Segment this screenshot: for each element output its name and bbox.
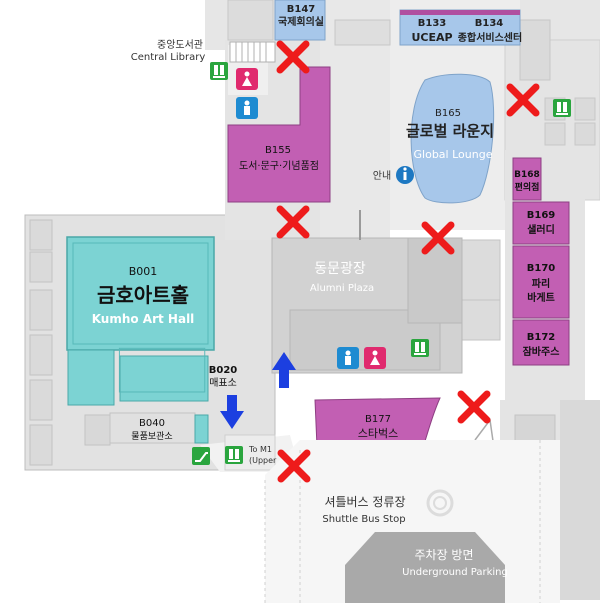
room-b168[interactable] (512, 157, 542, 201)
b177-name: 스타벅스 (358, 427, 398, 440)
b001-code: B001 (129, 265, 158, 278)
info-label: 안내 (373, 170, 391, 182)
b168-name: 편의점 (515, 181, 540, 193)
b169-name: 샐러디 (527, 223, 555, 236)
elevator-icon (225, 446, 243, 464)
b170-name-1: 파리 (532, 277, 550, 290)
shuttle-name-en: Shuttle Bus Stop (322, 514, 405, 525)
b001-name-en: Kumho Art Hall (92, 312, 195, 326)
b172-code: B172 (527, 332, 556, 343)
b155-name: 도서·문구·기념품점 (239, 160, 319, 172)
b133-name: UCEAP (411, 31, 452, 44)
b020-name: 매표소 (209, 377, 237, 389)
direction-arrow-icon (272, 352, 296, 388)
plaza-name-ko: 동문광장 (314, 261, 366, 277)
b133-code: B133 (418, 18, 447, 29)
b172-name: 잠바주스 (523, 345, 560, 358)
info-icon (396, 166, 414, 184)
room-b170[interactable] (512, 245, 570, 319)
b134-code: B134 (475, 18, 504, 29)
library-stairs (229, 41, 276, 63)
b165-name-en: Global Lounge (414, 148, 493, 161)
b165-name-ko: 글로벌 라운지 (406, 122, 494, 140)
elevator-icon (411, 339, 429, 357)
b001-name-ko: 금호아트홀 (97, 283, 189, 307)
elevator-icon (210, 62, 228, 80)
direction-arrow-icon (220, 395, 244, 429)
restroom-male-icon (337, 347, 359, 369)
b177-code: B177 (365, 414, 391, 425)
b040-code: B040 (139, 418, 165, 429)
b147-code: B147 (287, 4, 316, 15)
room-b172[interactable] (512, 319, 570, 366)
parking-name-en: Underground Parking (402, 567, 508, 578)
parking-name-ko: 주차장 방면 (414, 548, 473, 562)
b020-code: B020 (209, 365, 238, 376)
m1-line1: To M1 (248, 445, 272, 454)
elevator-icon (553, 99, 571, 117)
b170-name-2: 바게트 (527, 291, 555, 304)
parking-area[interactable] (345, 532, 505, 603)
b040-name: 물품보관소 (131, 431, 172, 442)
b147-name: 국제회의실 (278, 15, 324, 28)
b155-code: B155 (265, 145, 291, 156)
m1-line2: (Upper (249, 456, 277, 465)
b168-code: B168 (514, 170, 540, 180)
b165-code: B165 (435, 108, 461, 119)
room-b155[interactable] (227, 66, 331, 203)
plaza-name-en: Alumni Plaza (310, 283, 374, 294)
b134-name: 종합서비스센터 (458, 31, 522, 44)
b170-code: B170 (527, 263, 556, 274)
room-b001[interactable] (66, 236, 215, 406)
restroom-female-icon (364, 347, 386, 369)
restroom-female-icon (236, 68, 258, 90)
room-b147[interactable] (274, 0, 326, 41)
room-b165[interactable] (410, 73, 495, 204)
room-b133-b134[interactable] (399, 9, 521, 46)
b169-code: B169 (527, 210, 556, 221)
room-b169[interactable] (512, 201, 570, 245)
library-label-ko: 중앙도서관 (157, 39, 203, 51)
escalator-icon (192, 447, 210, 465)
restroom-male-icon (236, 97, 258, 119)
shuttle-name-ko: 셔틀버스 정류장 (324, 495, 405, 509)
library-label-en: Central Library (131, 52, 206, 63)
